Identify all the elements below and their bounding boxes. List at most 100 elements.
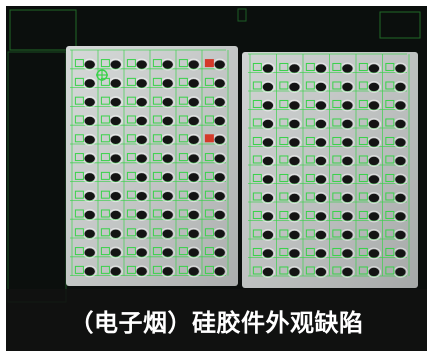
detection-box <box>204 115 214 124</box>
tray-hole <box>110 191 121 201</box>
detection-box <box>178 77 188 86</box>
tray-hole <box>136 60 147 69</box>
tray-hole <box>289 193 300 203</box>
detection-box <box>252 62 262 71</box>
tray-hole <box>368 101 380 110</box>
tray-hole <box>162 173 173 182</box>
tray-hole <box>84 60 95 69</box>
tray-hole <box>368 138 380 147</box>
detection-box <box>178 247 188 256</box>
tray-hole <box>84 97 95 107</box>
detection-box <box>252 81 262 90</box>
detection-box <box>279 247 289 256</box>
tray-hole <box>395 175 406 184</box>
tray-hole <box>262 230 274 240</box>
tray-hole <box>188 79 199 88</box>
detection-box <box>126 77 136 86</box>
detection-box <box>305 266 315 275</box>
detection-box <box>178 190 188 199</box>
detection-box <box>152 190 162 199</box>
tray-hole <box>315 64 327 73</box>
tray-hole <box>289 175 300 184</box>
tray-hole <box>262 249 274 258</box>
detection-box <box>126 228 136 237</box>
detection-box <box>332 210 342 219</box>
tray-hole <box>289 64 300 73</box>
detection-box <box>178 171 188 180</box>
detection-box <box>74 77 84 86</box>
detection-box <box>74 153 84 162</box>
tray-hole <box>342 101 353 110</box>
tray-hole <box>162 97 173 107</box>
detection-box <box>100 228 110 237</box>
tray-hole <box>395 230 406 240</box>
detection-box <box>279 62 289 71</box>
tray-hole <box>162 154 173 163</box>
detection-box <box>279 99 289 108</box>
detection-box <box>358 210 368 219</box>
tray-hole <box>315 230 327 240</box>
detection-box <box>358 136 368 145</box>
detection-box <box>332 192 342 201</box>
tray-hole <box>368 82 380 92</box>
tray-hole <box>368 193 380 203</box>
detection-box <box>332 229 342 238</box>
tray-hole <box>289 249 300 258</box>
tray-hole <box>342 64 353 73</box>
detection-box <box>178 153 188 162</box>
detection-box <box>74 134 84 143</box>
tray-hole <box>162 116 173 126</box>
tray-hole <box>368 249 380 258</box>
tray-hole <box>110 154 121 163</box>
tray-hole <box>84 154 95 163</box>
tray-hole <box>136 210 147 220</box>
detection-box <box>305 192 315 201</box>
tray-hole <box>368 230 380 240</box>
tray-hole <box>188 154 199 163</box>
detection-box <box>385 155 395 164</box>
tray-hole <box>214 79 225 88</box>
detection-box <box>279 81 289 90</box>
tray-hole <box>110 210 121 220</box>
tray-hole <box>162 191 173 201</box>
detection-box <box>178 115 188 124</box>
tray-hole <box>315 119 327 129</box>
detection-box <box>279 266 289 275</box>
detection-box <box>305 118 315 127</box>
tray-hole <box>262 101 274 110</box>
tray-hole <box>395 156 406 166</box>
tray-hole <box>289 156 300 166</box>
tray-hole <box>214 267 225 276</box>
tray-hole <box>342 193 353 203</box>
detection-box <box>358 155 368 164</box>
detection-box <box>385 81 395 90</box>
tray-hole <box>214 173 225 182</box>
tray-hole <box>214 191 225 201</box>
tray-hole <box>110 79 121 88</box>
detection-box <box>100 96 110 105</box>
tray-hole <box>162 267 173 276</box>
tray-hole <box>315 101 327 110</box>
detection-box <box>385 99 395 108</box>
tray-hole <box>289 101 300 110</box>
tray-hole <box>214 229 225 238</box>
tray-hole <box>110 135 121 144</box>
detection-box <box>332 247 342 256</box>
tray-hole <box>262 119 274 129</box>
detection-box <box>332 155 342 164</box>
detection-box <box>100 265 110 274</box>
detection-box <box>152 265 162 274</box>
detection-box <box>385 266 395 275</box>
tray-hole <box>395 212 406 221</box>
tray-hole <box>110 229 121 238</box>
tray-hole <box>395 82 406 92</box>
detection-box <box>126 171 136 180</box>
tray-hole <box>136 191 147 201</box>
detection-box <box>332 81 342 90</box>
detection-box <box>358 266 368 275</box>
tray-hole <box>342 249 353 258</box>
detection-box <box>126 190 136 199</box>
tray-hole <box>214 60 225 69</box>
detection-box <box>204 77 214 86</box>
tray-hole <box>368 212 380 221</box>
